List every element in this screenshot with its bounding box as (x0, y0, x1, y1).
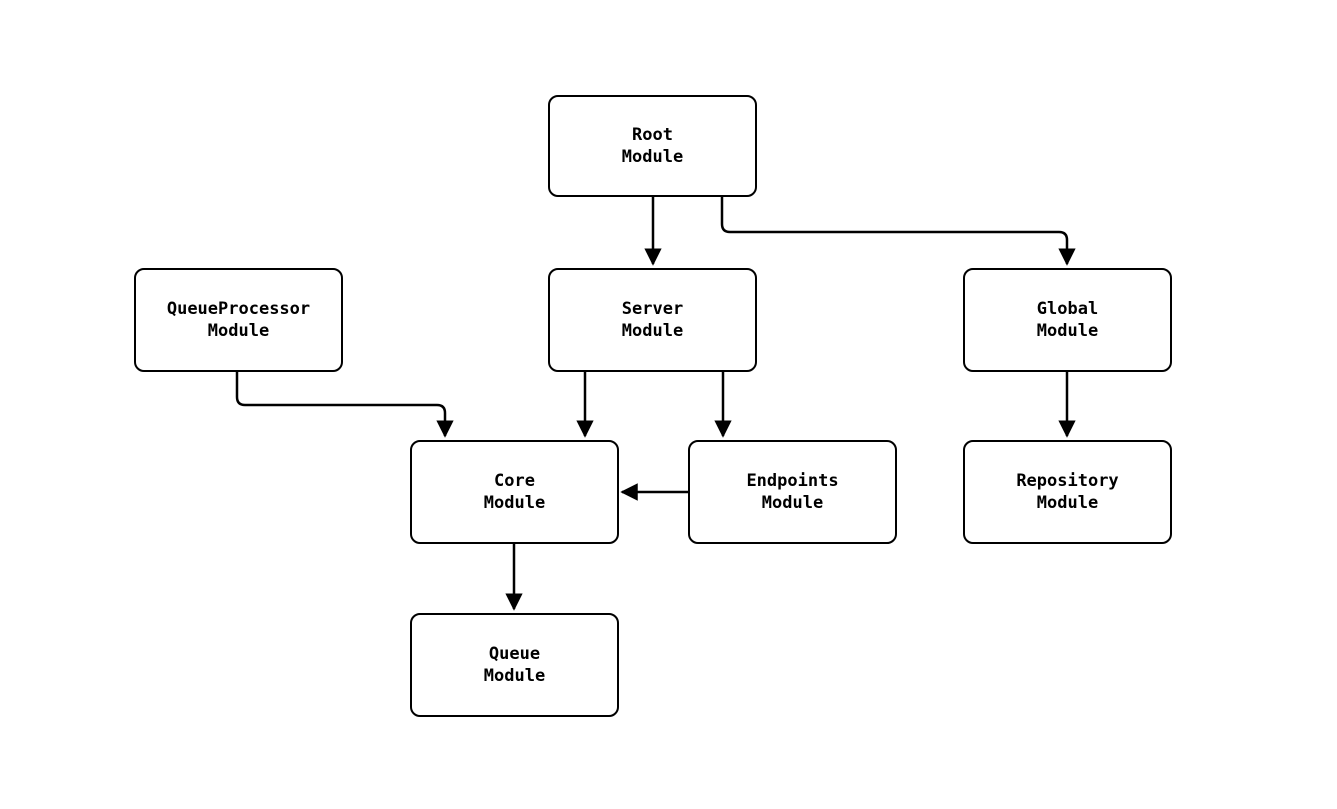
node-repository-module: Repository Module (963, 440, 1172, 544)
node-server-module: Server Module (548, 268, 757, 372)
node-label: QueueProcessor Module (166, 299, 311, 341)
node-label: Endpoints Module (746, 471, 839, 513)
node-core-module: Core Module (410, 440, 619, 544)
node-label: Global Module (1036, 299, 1099, 341)
node-label: Queue Module (483, 644, 546, 686)
node-label: Root Module (621, 125, 684, 167)
node-endpoints-module: Endpoints Module (688, 440, 897, 544)
edge-queueprocessor-to-core (235, 372, 454, 438)
node-queue-module: Queue Module (410, 613, 619, 717)
node-label: Core Module (483, 471, 546, 513)
node-label: Server Module (621, 299, 684, 341)
node-label: Repository Module (1016, 471, 1119, 513)
node-queueprocessor-module: QueueProcessor Module (134, 268, 343, 372)
node-root-module: Root Module (548, 95, 757, 197)
edge-root-to-global (720, 197, 1076, 266)
node-global-module: Global Module (963, 268, 1172, 372)
